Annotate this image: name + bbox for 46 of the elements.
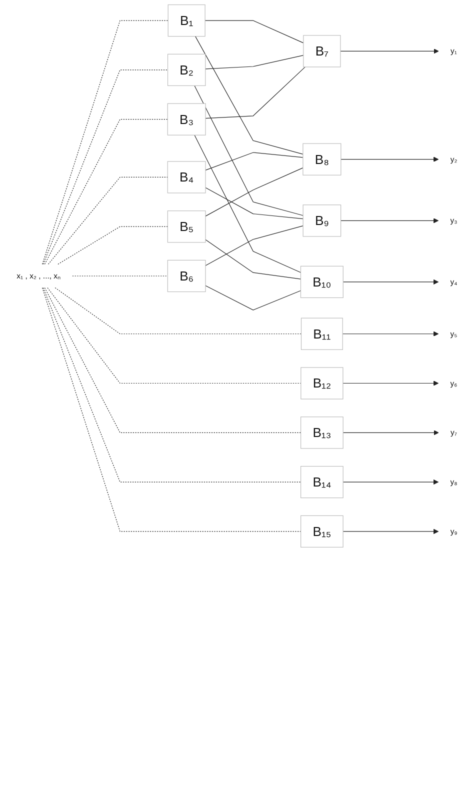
connector xyxy=(204,20,304,44)
connector xyxy=(194,85,304,216)
node-box: B₁ xyxy=(168,4,206,37)
connector xyxy=(54,287,302,334)
arrow xyxy=(340,48,439,54)
arrow xyxy=(342,430,439,436)
node-box: B₆ xyxy=(167,260,206,292)
arrow xyxy=(340,156,439,162)
connector xyxy=(42,287,302,482)
connector xyxy=(205,168,304,216)
node-box: B₁₀ xyxy=(300,266,344,298)
connector xyxy=(42,287,302,532)
node-box: B₁₄ xyxy=(300,466,344,498)
node-box: B₁₃ xyxy=(300,416,344,449)
connector xyxy=(44,287,302,433)
connector xyxy=(47,287,302,384)
connector xyxy=(58,226,168,265)
arrow xyxy=(342,380,439,386)
node-box: B₂ xyxy=(167,54,206,86)
connector xyxy=(205,55,304,70)
node-box: B₇ xyxy=(303,35,341,68)
connector xyxy=(205,187,304,220)
connector xyxy=(48,176,168,265)
connector xyxy=(42,20,168,265)
node-box: B₃ xyxy=(167,103,206,136)
arrow xyxy=(342,528,439,534)
node-box: B₉ xyxy=(302,204,342,237)
connector xyxy=(205,239,302,280)
connector xyxy=(44,119,168,265)
node-box: B₁₂ xyxy=(300,367,344,400)
connector xyxy=(194,134,302,273)
arrow xyxy=(342,279,439,285)
arrow xyxy=(342,479,439,485)
node-box: B₁₁ xyxy=(300,318,343,350)
node-box: B₈ xyxy=(302,143,342,176)
connector xyxy=(205,152,304,170)
connector xyxy=(205,225,304,266)
node-box: B₅ xyxy=(167,210,206,243)
node-box: B₄ xyxy=(167,161,206,194)
connector xyxy=(42,70,168,265)
connector xyxy=(205,285,302,310)
node-box: B₁₅ xyxy=(300,515,344,548)
arrow xyxy=(342,331,439,336)
connector xyxy=(195,36,304,154)
arrow xyxy=(340,218,439,224)
connector xyxy=(205,66,306,119)
